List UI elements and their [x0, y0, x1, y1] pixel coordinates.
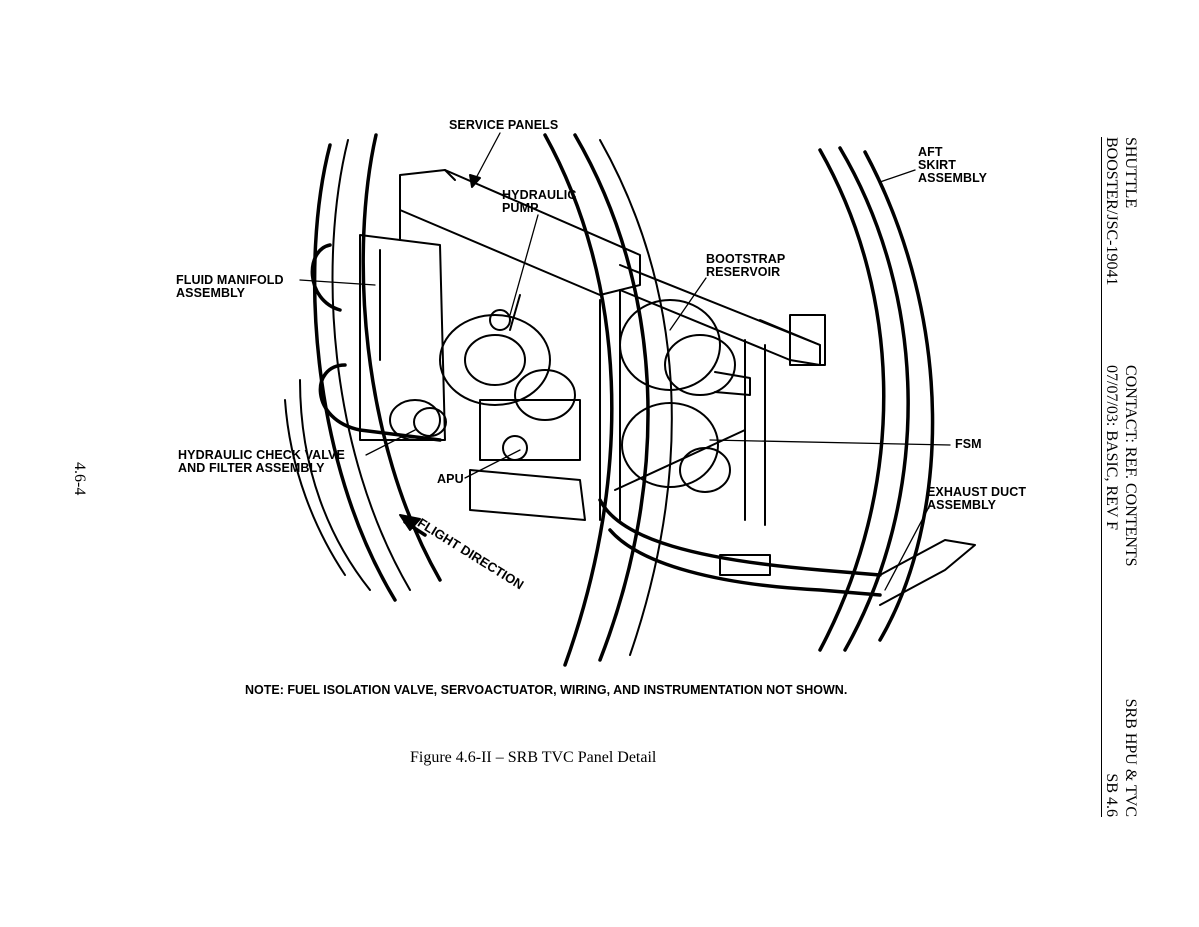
label-fluid-manifold-assembly: FLUID MANIFOLD ASSEMBLY: [176, 273, 284, 300]
figure-note: NOTE: FUEL ISOLATION VALVE, SERVOACTUATO…: [245, 683, 848, 697]
label-apu: APU: [437, 472, 464, 486]
label-service-panels: SERVICE PANELS: [449, 118, 559, 132]
label-exhaust-duct-assembly: EXHAUST DUCT ASSEMBLY: [927, 485, 1027, 512]
label-hydraulic-check-valve: HYDRAULIC CHECK VALVE AND FILTER ASSEMBL…: [178, 448, 345, 475]
label-aft-skirt-assembly: AFT SKIRT ASSEMBLY: [918, 145, 988, 185]
figure-caption: Figure 4.6-II – SRB TVC Panel Detail: [410, 749, 657, 766]
label-bootstrap-reservoir: BOOTSTRAP RESERVOIR: [706, 252, 786, 279]
label-fsm: FSM: [955, 437, 982, 451]
label-hydraulic-pump: HYDRAULIC PUMP: [502, 188, 577, 215]
